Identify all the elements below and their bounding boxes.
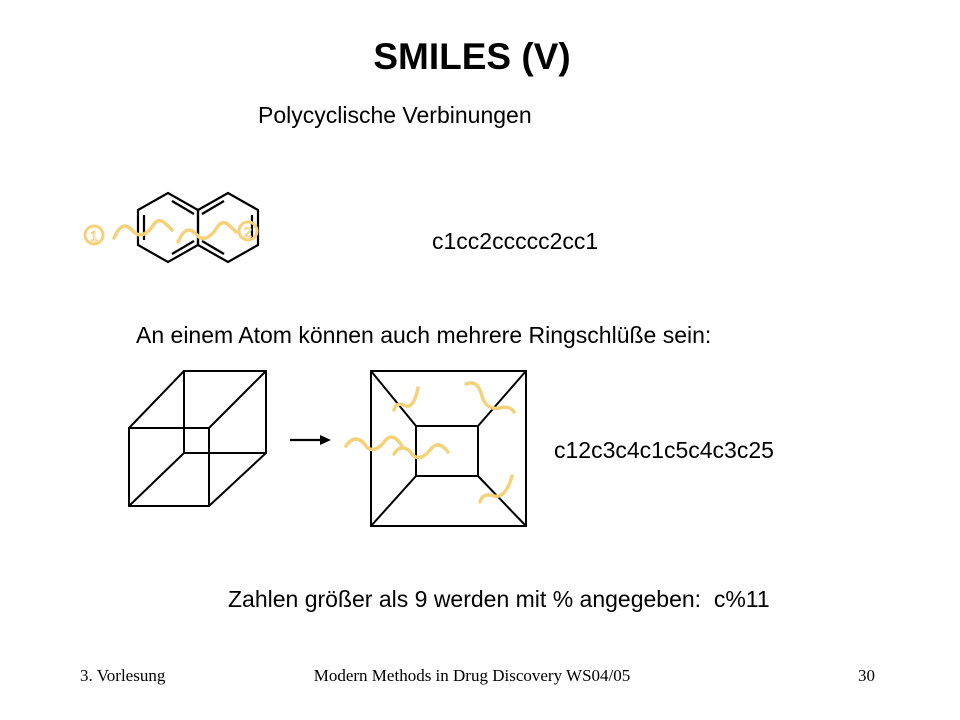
cubane-smiles: c12c3c4c1c5c4c3c25 <box>554 437 774 463</box>
percent-notation-text: Zahlen größer als 9 werden mit % angegeb… <box>228 586 770 612</box>
naphthalene-smiles: c1cc2ccccc2cc1 <box>432 228 599 254</box>
slide-subtitle: Polycyclische Verbinungen <box>258 102 532 128</box>
footer-course: Modern Methods in Drug Discovery WS04/05 <box>313 666 631 685</box>
cubane-schlegel-structure <box>344 370 527 527</box>
transform-arrow-icon <box>290 435 331 445</box>
ring-closure-wavy-lines <box>344 381 516 504</box>
footer-lecture: 3. Vorlesung <box>80 666 166 685</box>
naphthalene-bonds <box>136 191 260 264</box>
cubane-3d-structure <box>128 370 267 507</box>
ring-closure-wavy-lines <box>112 218 238 244</box>
ring-closure-marker-2: 2 <box>237 220 259 242</box>
page-number: 30 <box>858 666 875 685</box>
slide-title: SMILES (V) <box>373 36 571 77</box>
ring-closure-marker-1: 1 <box>83 224 105 246</box>
naphthalene-structure: 1 2 <box>83 191 260 264</box>
ring-label-2: 2 <box>244 224 252 241</box>
ring-label-1: 1 <box>90 228 98 245</box>
multiple-ring-closure-text: An einem Atom können auch mehrere Ringsc… <box>136 322 712 348</box>
